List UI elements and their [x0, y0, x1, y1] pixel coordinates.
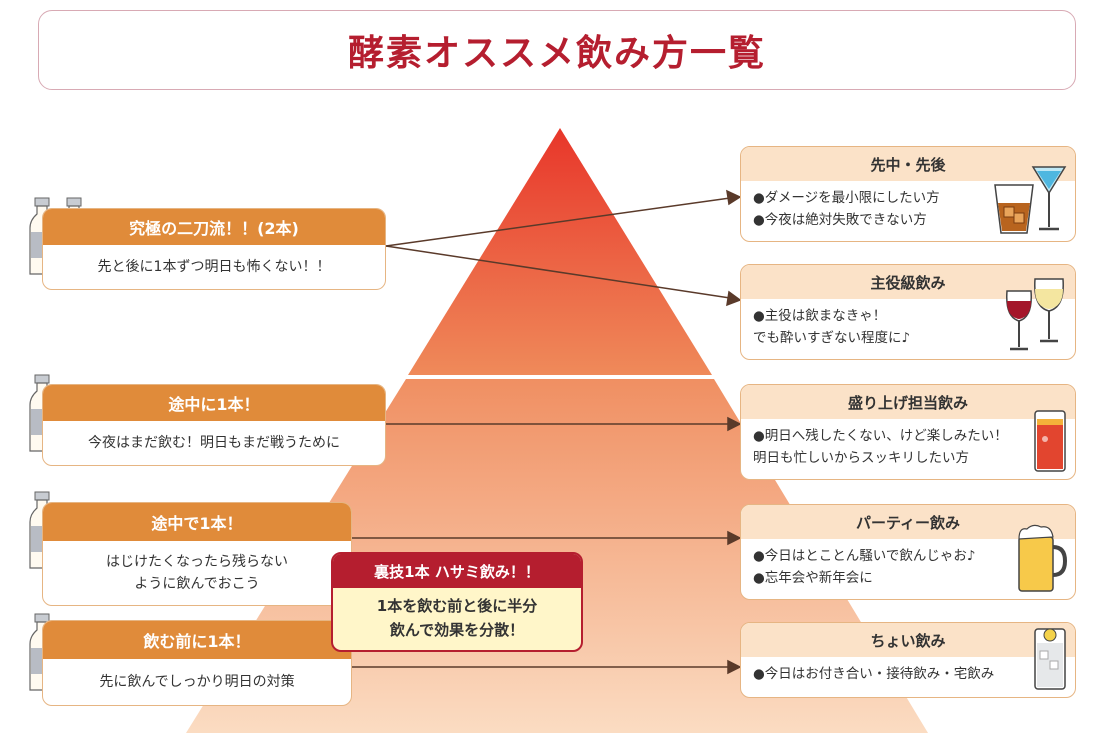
arrow-line — [385, 245, 731, 299]
wine-glasses-icon — [1006, 278, 1064, 351]
card-heading: 途中に1本！ — [43, 385, 385, 421]
card-body: 先に飲んでしっかり明日の対策 — [43, 659, 351, 705]
special-tip-box: 裏技1本 ハサミ飲み！！ 1本を飲む前と後に半分 飲んで効果を分散！ — [331, 552, 583, 652]
card-body-line: 先と後に1本ずつ明日も怖くない！！ — [97, 259, 331, 275]
card-item: ●主役は飲まなきゃ！ — [753, 308, 887, 324]
card-body-line: ように飲んでおこう — [134, 576, 260, 592]
whisky-cocktail-icon — [994, 166, 1067, 234]
arrow-head — [727, 530, 742, 546]
card-item: ●今日はとことん騒いで飲んじゃお♪ — [753, 548, 976, 564]
special-heading: 裏技1本 ハサミ飲み！！ — [333, 554, 581, 588]
card-heading: 先中・先後 — [741, 147, 1075, 181]
card-item: ●忘年会や新年会に — [753, 570, 873, 586]
right-card-light-drink: ちょい飲み ●今日はお付き合い・接待飲み・宅飲み — [740, 622, 1076, 698]
card-body: はじけたくなったら残らない ように飲んでおこう — [43, 541, 351, 605]
card-item: ●今夜は絶対失敗できない方 — [753, 212, 927, 228]
arrow-head — [726, 290, 742, 307]
card-body: ●明日へ残したくない、けど楽しみたい！ 明日も忙しいからスッキリしたい方 — [741, 419, 1075, 475]
card-body: 今夜はまだ飲む！明日もまだ戦うために — [43, 421, 385, 465]
card-item: でも酔いすぎない程度に♪ — [753, 330, 911, 346]
title-banner: 酵素オススメ飲み方一覧 — [38, 10, 1076, 90]
right-card-first-middle-first-after: 先中・先後 ●ダメージを最小限にしたい方 ●今夜は絶対失敗できない方 — [740, 146, 1076, 242]
pyramid-top — [408, 128, 712, 375]
beer-mug-icon — [1018, 524, 1067, 592]
special-body-line: 飲んで効果を分散！ — [389, 621, 525, 639]
card-body-line: はじけたくなったら残らない — [106, 554, 288, 570]
card-heading: 究極の二刀流！！(2本) — [43, 209, 385, 245]
page-title: 酵素オススメ飲み方一覧 — [347, 33, 766, 74]
highball-glass-icon — [1034, 628, 1066, 690]
special-body-line: 1本を飲む前と後に半分 — [376, 597, 538, 615]
card-item: ●明日へ残したくない、けど楽しみたい！ — [753, 428, 1008, 444]
right-card-hype-role: 盛り上げ担当飲み ●明日へ残したくない、けど楽しみたい！ 明日も忙しいからスッキ… — [740, 384, 1076, 480]
card-body-line: 先に飲んでしっかり明日の対策 — [99, 674, 295, 690]
card-item: ●ダメージを最小限にしたい方 — [753, 190, 940, 206]
right-card-leading-role: 主役級飲み ●主役は飲まなきゃ！ でも酔いすぎない程度に♪ — [740, 264, 1076, 360]
card-heading: 飲む前に1本！ — [43, 621, 351, 659]
card-body-line: 今夜はまだ飲む！明日もまだ戦うために — [88, 435, 340, 451]
card-body: ●ダメージを最小限にしたい方 ●今夜は絶対失敗できない方 — [741, 181, 1075, 237]
card-body: ●今日はとことん騒いで飲んじゃお♪ ●忘年会や新年会に — [741, 539, 1075, 595]
card-body: ●主役は飲まなきゃ！ でも酔いすぎない程度に♪ — [741, 299, 1075, 355]
card-heading: 途中で1本！ — [43, 503, 351, 541]
card-body: ●今日はお付き合い・接待飲み・宅飲み — [741, 657, 1075, 691]
card-body: 先と後に1本ずつ明日も怖くない！！ — [43, 245, 385, 289]
left-card-double: 究極の二刀流！！(2本) 先と後に1本ずつ明日も怖くない！！ — [42, 208, 386, 290]
arrow-head — [727, 659, 742, 675]
card-item: 明日も忙しいからスッキリしたい方 — [753, 450, 969, 466]
cocktail-glass-icon — [1034, 410, 1066, 472]
special-body: 1本を飲む前と後に半分 飲んで効果を分散！ — [333, 588, 581, 642]
card-heading: ちょい飲み — [741, 623, 1075, 657]
arrow-head — [727, 416, 742, 432]
card-item: ●今日はお付き合い・接待飲み・宅飲み — [753, 666, 995, 682]
arrow-head — [726, 189, 742, 206]
card-heading: 盛り上げ担当飲み — [741, 385, 1075, 419]
left-card-before: 飲む前に1本！ 先に飲んでしっかり明日の対策 — [42, 620, 352, 706]
right-card-party: パーティー飲み ●今日はとことん騒いで飲んじゃお♪ ●忘年会や新年会に — [740, 504, 1076, 600]
left-card-during: 途中で1本！ はじけたくなったら残らない ように飲んでおこう — [42, 502, 352, 606]
arrow-line — [385, 197, 731, 247]
left-card-middle: 途中に1本！ 今夜はまだ飲む！明日もまだ戦うために — [42, 384, 386, 466]
